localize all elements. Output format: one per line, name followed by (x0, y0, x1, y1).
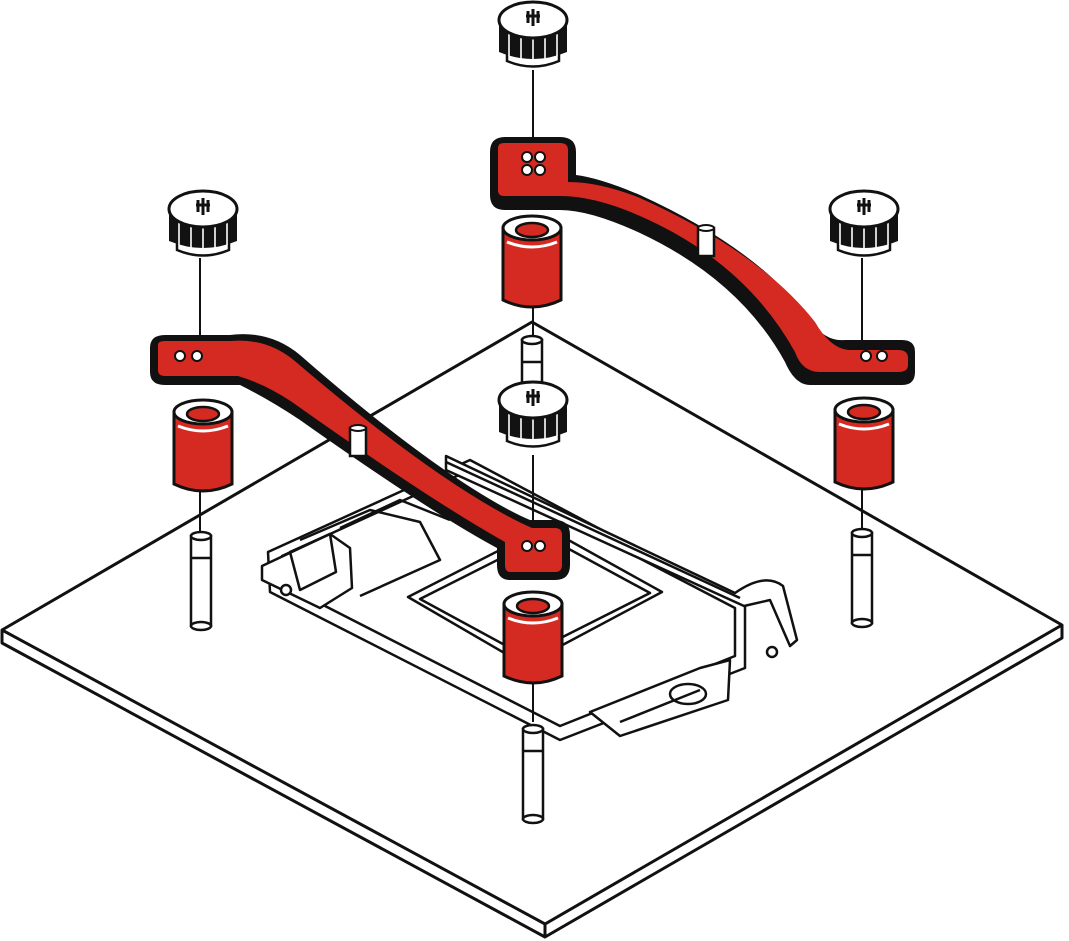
spacer-back (501, 214, 563, 309)
spacer-left (172, 398, 234, 493)
standoff-front (521, 723, 545, 825)
mounting-bar-left (150, 334, 570, 580)
spacer-front (502, 590, 564, 685)
standoff-left (189, 530, 213, 632)
thumb-nut-left (167, 189, 239, 257)
standoff-right (850, 527, 874, 629)
thumb-nut-right (828, 189, 900, 257)
thumb-nut-back (497, 0, 569, 68)
thumb-nut-front (497, 380, 569, 448)
mounting-bar-back (490, 137, 915, 385)
spacer-right (833, 396, 895, 491)
